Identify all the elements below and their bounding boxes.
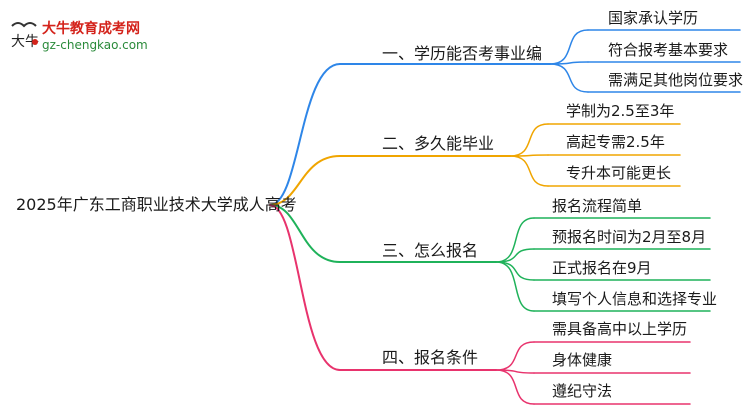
branch-topic: 三、怎么报名 [382,241,479,260]
bull-logo-icon: 大牛 [11,22,39,50]
leaf-topic: 需满足其他岗位要求 [608,71,744,89]
leaf-topic: 身体健康 [552,351,613,369]
branch-topic: 四、报名条件 [382,348,479,367]
branch-connector [269,204,341,263]
root-topic: 2025年广东工商职业技术大学成人高考 [16,195,297,214]
leaf-topic: 报名流程简单 [552,197,643,215]
leaf-connector [549,29,589,65]
branch-topic: 一、学历能否考事业编 [382,44,543,63]
leaf-connector [495,261,535,312]
leaf-connector [495,341,535,371]
leaf-topic: 填写个人信息和选择专业 [552,290,718,308]
site-logo[interactable]: 大牛 大牛教育成考网 gz-chengkao.com [8,14,198,56]
leaf-connector [495,248,535,263]
leaf-connector [495,217,535,263]
logo-title: 大牛教育成考网 [42,21,140,37]
leaf-topic: 高起专需2.5年 [566,133,665,151]
leaf-connector [495,369,535,405]
branch-connector [269,63,341,206]
leaf-topic: 符合报考基本要求 [608,41,729,59]
branch-topic: 二、多久能毕业 [382,134,495,153]
leaf-topic: 遵纪守法 [552,382,613,400]
leaf-topic: 专升本可能更长 [566,164,672,182]
svg-text:大牛: 大牛 [11,34,39,50]
branch-connector [269,155,341,206]
leaf-connector [495,261,535,281]
leaf-topic: 学制为2.5至3年 [566,102,675,120]
branch-connector [269,204,341,371]
leaf-topic: 国家承认学历 [608,9,699,27]
leaf-connector [509,123,549,157]
logo-subtitle: gz-chengkao.com [42,38,148,52]
leaf-topic: 预报名时间为2月至8月 [552,228,707,246]
leaf-connector [549,63,589,93]
leaf-topic: 正式报名在9月 [552,259,652,277]
leaf-connector [509,155,549,187]
leaf-topic: 需具备高中以上学历 [552,320,688,338]
